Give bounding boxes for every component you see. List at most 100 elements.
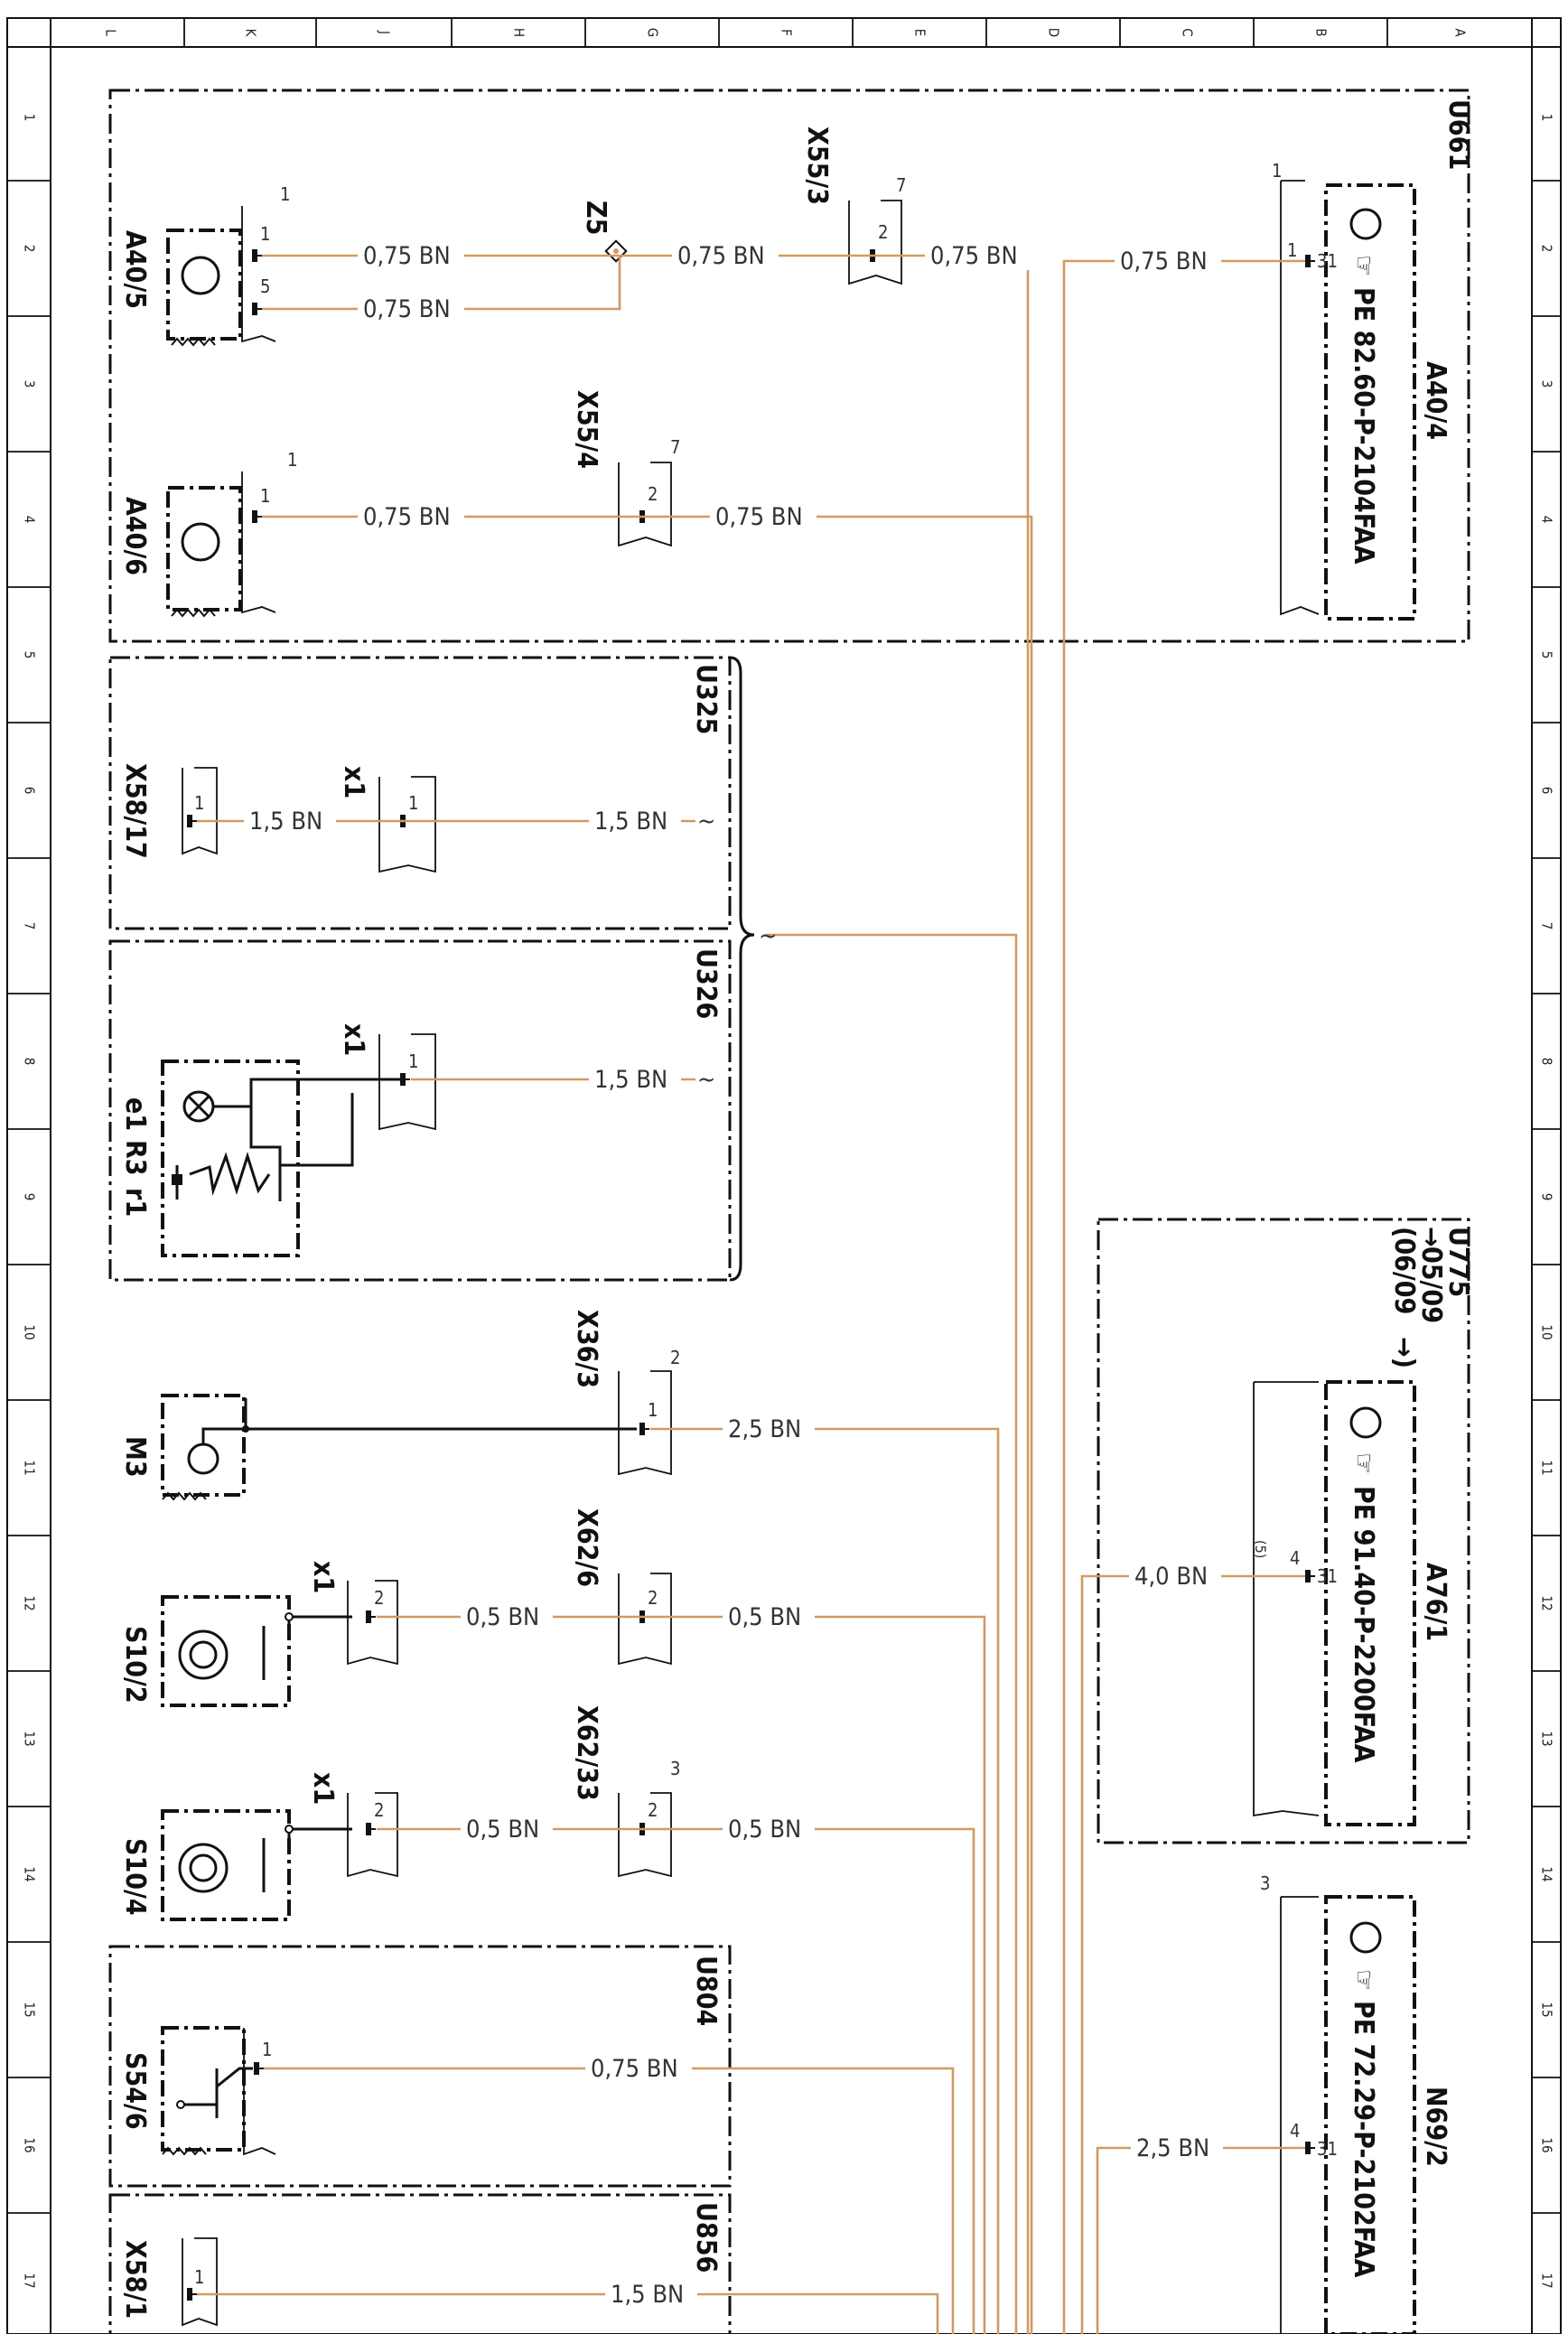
wire-label-s10-2: 0,5 BN [466,1603,539,1631]
wire-harness [197,254,1305,2334]
grid-row-8: 8 [22,1058,38,1066]
ref-n69-2: PE 72.29-P-2102FAA [1348,2001,1379,2278]
grid-row-2: 2 [22,245,38,253]
label-x62-33: X62/33 [571,1705,602,1801]
module-brace [729,656,755,1282]
label-a40-5: A40/5 [119,230,151,309]
svg-text:1: 1 [262,2039,272,2060]
wire-label-x58-17: 1,5 BN [249,808,322,836]
grid-col-e: E [912,29,929,37]
grid-row-17-right: 17 [1539,2273,1555,2288]
connector-x1-u325: 1 x1 [338,766,436,873]
grid-row-6: 6 [22,787,38,795]
svg-text:1: 1 [194,2266,204,2288]
hand-icon-2: ☞ [1348,1452,1379,1474]
grid-row-13: 13 [22,1731,38,1746]
label-r3: R3 [119,1140,151,1176]
module-label-u775: U775 [1442,1227,1474,1297]
module-label-u326: U326 [690,948,722,1019]
wire-label-x55-3-out: 0,75 BN [930,242,1018,270]
transistor-icon [1349,208,1382,240]
label-z5: Z5 [580,201,611,235]
module-label-u775-from: 05/09 [1415,1246,1447,1323]
svg-text:1: 1 [260,223,270,245]
comp-a40-6: A40/6 1 1 [119,449,297,617]
module-box-u661 [108,89,1470,643]
hand-icon: ☞ [1348,255,1379,276]
comp-r3-group: 1 x1 e1 R3 r1 [119,1023,436,1257]
grid-row-7-right: 7 [1539,922,1555,930]
grid-col-d: D [1046,28,1062,37]
pin-a40-4-1: 1 [1287,239,1297,261]
label-n69-2: N69/2 [1420,2087,1451,2167]
transistor-icon-3 [1349,1921,1382,1954]
grid-col-a: A [1452,28,1469,37]
label-x55-4: X55/4 [571,390,602,469]
splice-z5: Z5 [580,201,628,263]
grid-row-14: 14 [22,1866,38,1881]
pin-a76-1-4: 4 [1290,1547,1300,1569]
wire-label-x55-4-out: 0,75 BN [715,503,803,531]
label-m3: M3 [119,1436,151,1478]
connector-x58-1: 1 X58/1 [119,2237,218,2327]
module-label-u325: U325 [690,664,722,734]
tilde-icon-3: ~ [759,922,777,950]
label-a40-6: A40/6 [119,497,151,575]
grid-row-12-right: 12 [1539,1595,1555,1610]
wire-label-x62-6: 0,5 BN [728,1603,801,1631]
wire-label-a40-6: 0,75 BN [363,503,451,531]
unit-n69-2: N69/2 ☞ PE 72.29-P-2102FAA 4 31 3 [1260,1872,1451,2334]
label-x1-u326: x1 [338,1023,369,1056]
drawing-frame: L K J H G F E D C B A 1 2 3 4 5 6 7 8 9 … [6,17,1562,2334]
connector-x36-3: 1 2 X36/3 [571,1310,680,1476]
comp-s10-4: S10/4 2 x1 [119,1772,398,1921]
svg-text:2: 2 [374,1799,384,1821]
switch-icon-2 [178,1843,229,1893]
grid-row-11-right: 11 [1539,1460,1555,1475]
tilde-icon: ~ [697,808,715,836]
label-x36-3: X36/3 [571,1310,602,1388]
transistor-icon-2 [1349,1406,1382,1439]
svg-text:1: 1 [287,449,297,471]
wire-label-u325-out: 1,5 BN [594,808,667,836]
wire-label-x58-1: 1,5 BN [611,2281,684,2309]
grid-row-4-right: 4 [1539,516,1555,524]
label-x55-3: X55/3 [801,126,833,205]
grid-row-12: 12 [22,1595,38,1610]
svg-text:1: 1 [260,485,270,507]
module-label-u661: U661 [1442,99,1474,170]
grid-row-2-right: 2 [1539,245,1555,253]
svg-text:1: 1 [280,183,290,205]
comp-s10-2: S10/2 2 x1 [119,1561,398,1707]
connector-x62-33: 2 3 X62/33 [571,1705,680,1878]
wire-label-s10-4: 0,5 BN [466,1816,539,1844]
label-s54-6: S54/6 [119,2052,151,2130]
switch-icon [178,1629,229,1680]
wire-label-u326-out: 1,5 BN [594,1066,667,1094]
wire-label-a76-1: 4,0 BN [1134,1563,1208,1591]
connector-x55-3: 2 7 X55/3 [801,126,906,285]
label-r1: r1 [119,1188,151,1217]
grid-row-9-right: 9 [1539,1193,1555,1201]
wire-label-x62-33: 0,5 BN [728,1816,801,1844]
comp-a40-5: A40/5 1 1 5 [119,183,290,346]
grid-row-3-right: 3 [1539,380,1555,388]
svg-text:1: 1 [408,1050,418,1072]
module-box-u856 [108,2193,732,2334]
grid-row-15-right: 15 [1539,2002,1555,2017]
wire-label-s54-6: 0,75 BN [591,2055,678,2083]
svg-text:1: 1 [648,1399,658,1421]
svg-text:2: 2 [670,1347,680,1368]
grid-row-3: 3 [22,380,38,388]
module-box-u325 [108,656,732,930]
grid-row-15: 15 [22,2002,38,2017]
label-x1-s10-2: x1 [307,1561,339,1593]
grid-col-j: J [377,30,393,34]
grid-col-k: K [243,29,259,38]
grid-row-13-right: 13 [1539,1731,1555,1746]
grid-col-b: B [1313,28,1330,36]
wire-label-a40-5-1: 0,75 BN [363,242,451,270]
module-box-u804 [108,1945,732,2188]
label-x58-1: X58/1 [119,2240,151,2319]
